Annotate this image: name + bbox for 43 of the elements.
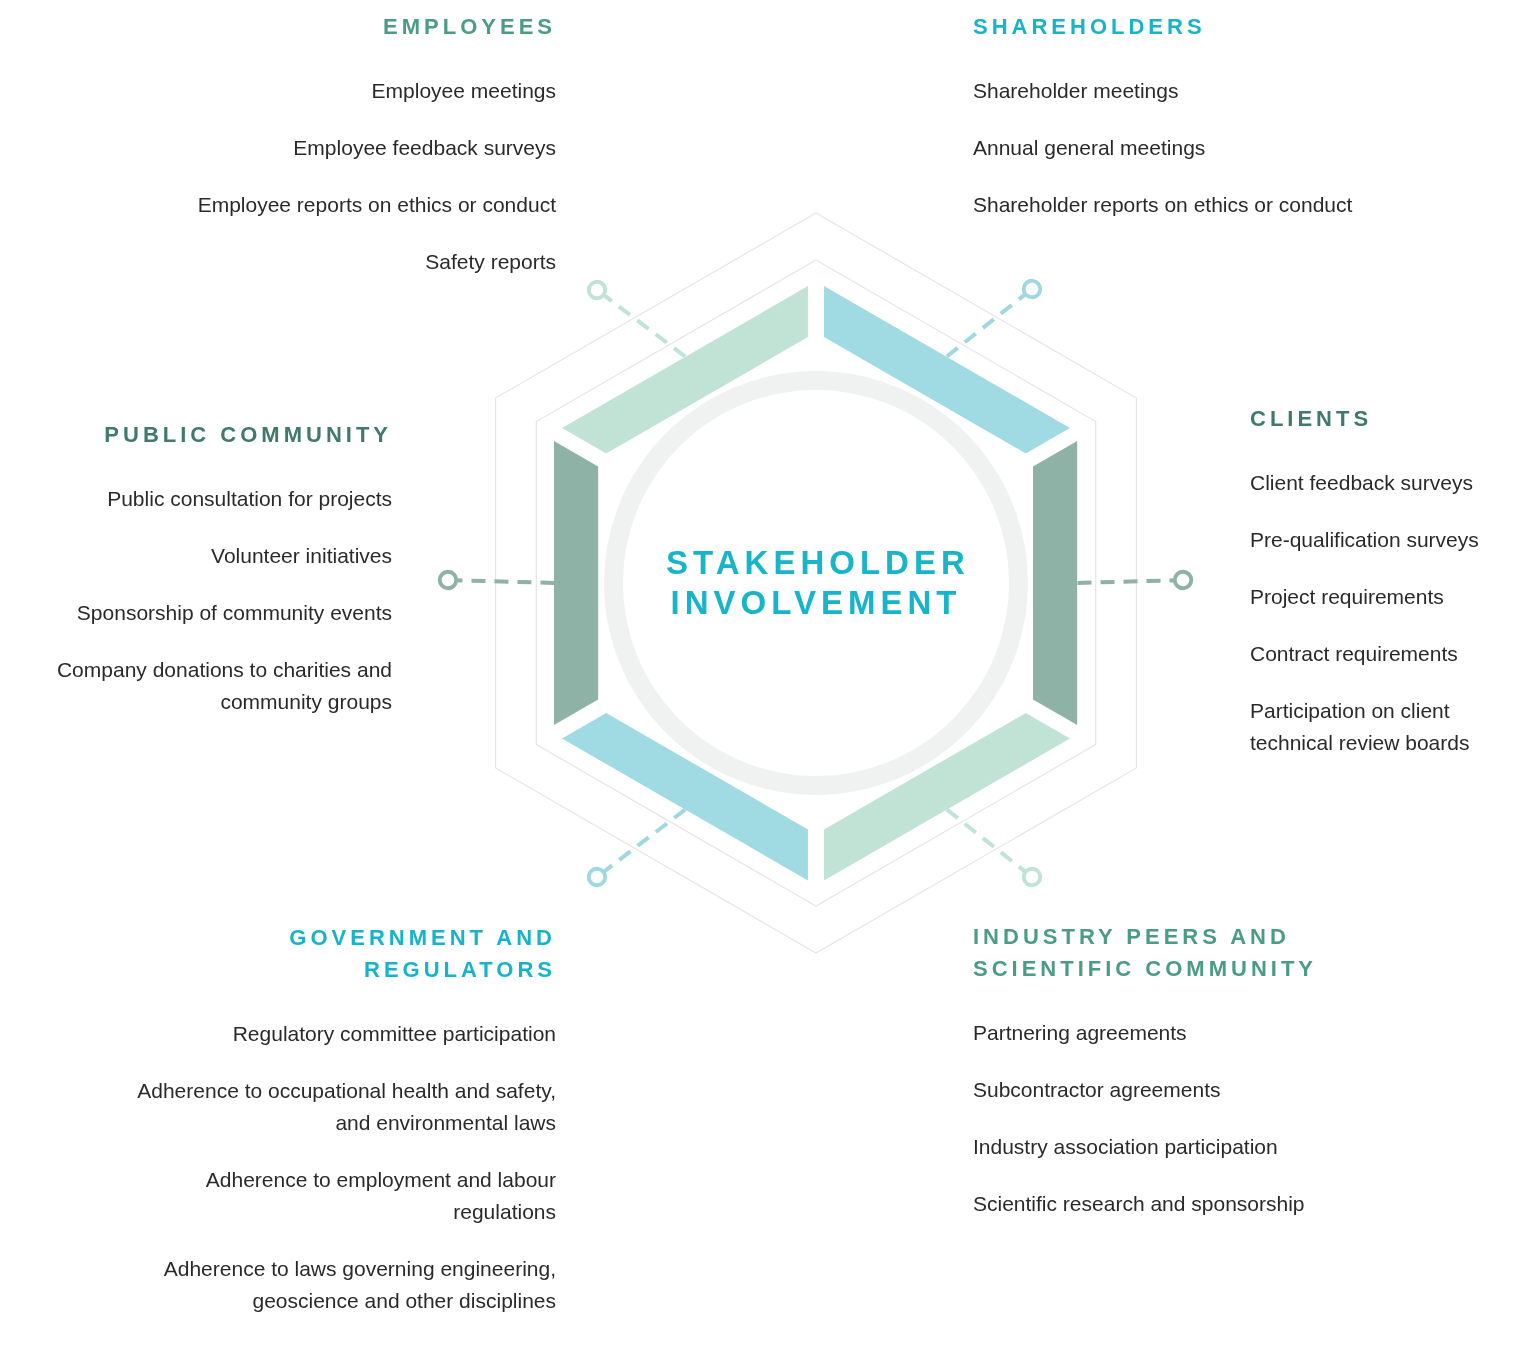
list-item: Employee reports on ethics or conduct xyxy=(196,192,556,218)
leader-line xyxy=(945,807,1043,888)
list-item: Scientific research and sponsorship xyxy=(973,1191,1306,1217)
hexagon-segment xyxy=(562,285,809,453)
list-item: Safety reports xyxy=(424,249,556,275)
group-heading: GOVERNMENT AND REGULATORS xyxy=(288,924,556,984)
list-item: Project requirements xyxy=(1250,584,1445,610)
list-item: Public consultation for projects xyxy=(106,486,392,512)
list-item: Contract requirements xyxy=(1250,641,1459,667)
hexagon-segment xyxy=(554,441,599,725)
list-item: Adherence to laws governing engineering, geoscience and other disciplines xyxy=(162,1256,556,1314)
hexagon-segment xyxy=(823,285,1070,453)
hexagon-segment xyxy=(823,713,1070,881)
hexagon-segment xyxy=(562,713,809,881)
list-item: Participation on client technical review boards xyxy=(1250,698,1471,756)
leader-line xyxy=(586,807,687,888)
group-heading: INDUSTRY PEERS AND SCIENTIFIC COMMUNITY xyxy=(973,923,1318,983)
hexagon-segment xyxy=(1033,441,1078,725)
list-item: Volunteer initiatives xyxy=(210,543,392,569)
list-item: Partnering agreements xyxy=(973,1020,1188,1046)
list-item: Sponsorship of community events xyxy=(75,600,392,626)
group-heading: PUBLIC COMMUNITY xyxy=(103,421,392,449)
center-title: STAKEHOLDER INVOLVEMENT xyxy=(666,543,966,623)
list-item: Client feedback surveys xyxy=(1250,470,1474,496)
list-item: Pre-qualification surveys xyxy=(1250,527,1480,553)
leader-line xyxy=(945,278,1043,359)
list-item: Adherence to employment and labour regulations xyxy=(204,1167,556,1225)
list-item: Annual general meetings xyxy=(973,135,1207,161)
list-item: Regulatory committee participation xyxy=(231,1021,556,1047)
group-heading: EMPLOYEES xyxy=(382,13,556,41)
list-item: Employee feedback surveys xyxy=(292,135,556,161)
list-item: Employee meetings xyxy=(370,78,556,104)
list-item: Shareholder reports on ethics or conduct xyxy=(973,192,1354,218)
leader-line xyxy=(586,279,687,359)
leader-line xyxy=(437,569,555,591)
list-item: Company donations to charities and community groups xyxy=(55,657,392,715)
list-item: Adherence to occupational health and safety, and environmental laws xyxy=(136,1078,556,1136)
list-item: Industry association participation xyxy=(973,1134,1279,1160)
list-item: Subcontractor agreements xyxy=(973,1077,1222,1103)
leader-line xyxy=(1077,569,1194,591)
group-heading: CLIENTS xyxy=(1250,405,1374,433)
group-heading: SHAREHOLDERS xyxy=(973,13,1207,41)
list-item: Shareholder meetings xyxy=(973,78,1180,104)
